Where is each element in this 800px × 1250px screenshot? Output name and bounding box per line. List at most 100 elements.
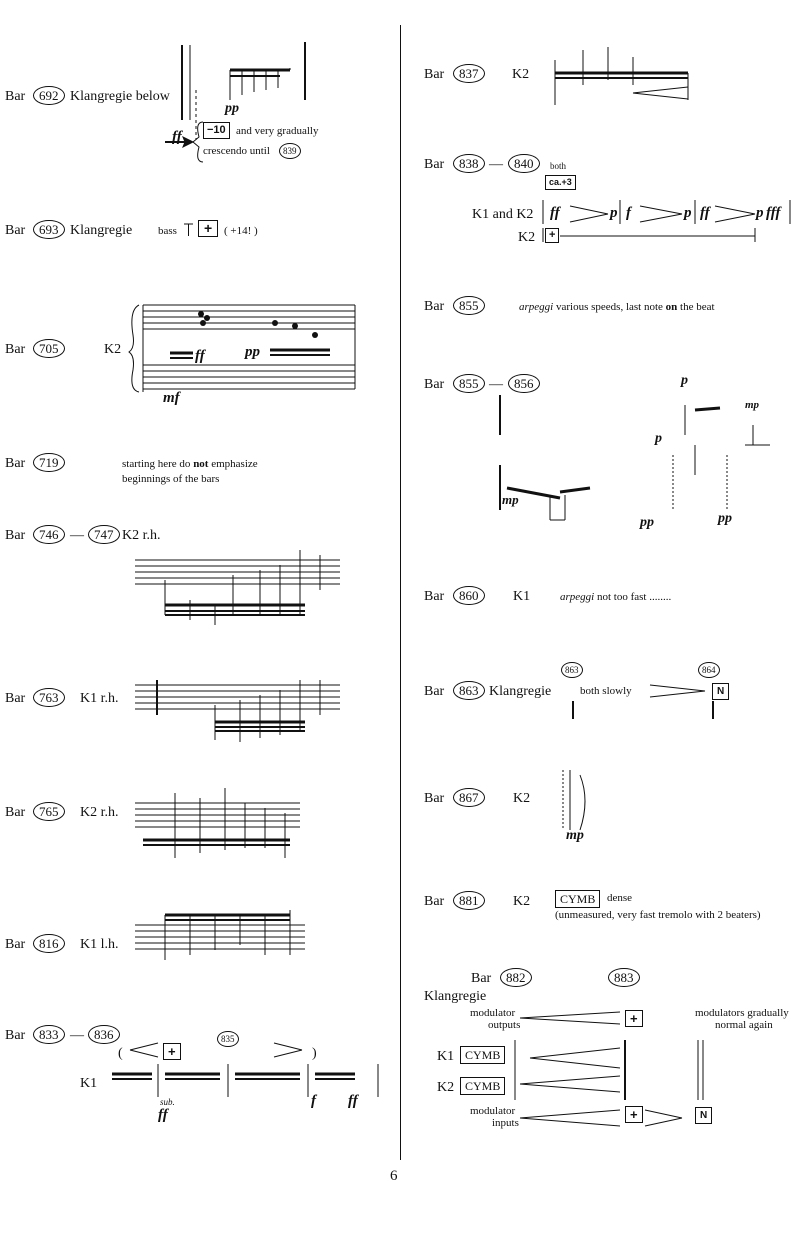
dynamic-f: f xyxy=(311,1093,316,1109)
modulators-normal-line-2: normal again xyxy=(715,1019,773,1031)
grand-staff-705 xyxy=(128,304,356,393)
part-label: K1 r.h. xyxy=(80,691,119,706)
bar-label: Bar xyxy=(5,937,26,952)
plus-box-outputs: + xyxy=(625,1010,643,1027)
decrescendo-hairpin xyxy=(273,1042,303,1058)
open-paren: ( xyxy=(118,1046,123,1061)
close-paren: ) xyxy=(312,1046,317,1061)
part-label-k2: K2 xyxy=(437,1080,455,1095)
dynamic-ff: ff xyxy=(195,348,205,364)
modulator-outputs-line-2: outputs xyxy=(488,1019,521,1031)
n-box: N xyxy=(712,683,730,700)
dynamic-mp: mp xyxy=(566,828,584,843)
bar-number: 837 xyxy=(453,64,485,83)
instruction-line-1: starting here do not emphasize xyxy=(122,458,258,470)
instruction: arpeggi not too fast ........ xyxy=(560,591,672,603)
part-label: K2 xyxy=(104,342,122,357)
bar-label: Bar xyxy=(424,791,445,806)
bar-number: 860 xyxy=(453,586,485,605)
level-box: ca.+3 xyxy=(545,175,576,190)
mark-bar-863: 863 xyxy=(561,662,583,678)
arpeggio-867 xyxy=(562,770,586,831)
cymb-box-k2: CYMB xyxy=(460,1077,506,1095)
diminuendo-863 xyxy=(572,684,714,719)
bar-label: Bar xyxy=(5,1028,26,1043)
instruction: arpeggi various speeds, last note on the… xyxy=(519,301,715,313)
fermata-icon xyxy=(184,223,193,236)
bar-label: Bar xyxy=(5,89,26,104)
plus-box: + xyxy=(545,228,560,243)
dynamic-mp: mp xyxy=(745,399,760,411)
bar-label: Bar xyxy=(5,805,26,820)
bar-label: Bar xyxy=(424,377,445,392)
crescendo-hairpin xyxy=(129,1042,159,1058)
range-dash: — xyxy=(70,1028,84,1043)
bar-label: Bar xyxy=(424,157,445,172)
dynamic-p-2: p xyxy=(684,205,692,221)
notation-833 xyxy=(112,1064,379,1097)
staff-816 xyxy=(135,910,305,960)
part-label: K2 r.h. xyxy=(122,528,161,543)
part-label: K1 l.h. xyxy=(80,937,119,952)
part-label-k1: K1 xyxy=(437,1049,455,1064)
bar-number-end: 856 xyxy=(508,374,540,393)
level-box: −10 xyxy=(203,122,230,139)
arrow-icon xyxy=(165,121,204,163)
bar-label: Bar xyxy=(5,456,26,471)
notation-882 xyxy=(514,1011,704,1127)
klangregie-label: Klangregie xyxy=(70,223,133,238)
n-box: N xyxy=(695,1107,713,1124)
bar-number: 867 xyxy=(453,788,485,807)
both-slowly-label: both slowly xyxy=(580,685,632,697)
part-label: K2 xyxy=(513,791,531,806)
instruction-line-2: beginnings of the bars xyxy=(122,473,220,485)
dynamic-f: f xyxy=(626,205,631,221)
notation-837 xyxy=(554,47,689,105)
part-label: K1 xyxy=(513,589,531,604)
bar-number-end: 747 xyxy=(88,525,120,544)
dynamic-mf: mf xyxy=(163,390,180,406)
until-bar-number: 839 xyxy=(279,143,301,159)
range-dash: — xyxy=(489,157,503,172)
dynamic-pp: pp xyxy=(245,344,260,360)
bar-label: Bar xyxy=(5,223,26,238)
column-divider xyxy=(400,25,401,1160)
part-label: K2 r.h. xyxy=(80,805,119,820)
bass-label: bass xyxy=(158,225,177,237)
klangregie-label: Klangregie xyxy=(489,684,552,699)
bar-number: 693 xyxy=(33,220,65,239)
row-label-k1-k2: K1 and K2 xyxy=(472,207,534,222)
subito-label: sub. xyxy=(160,1097,175,1107)
part-label: K2 xyxy=(513,894,531,909)
modulators-normal-line-1: modulators gradually xyxy=(695,1007,789,1019)
dynamic-p-3: p xyxy=(756,205,764,221)
bar-label: Bar xyxy=(5,528,26,543)
plus-box: + xyxy=(163,1043,181,1060)
bar-number-end: 836 xyxy=(88,1025,120,1044)
bar-number-end: 840 xyxy=(508,154,540,173)
bar-label: Bar xyxy=(5,342,26,357)
part-label: K1 xyxy=(80,1076,98,1091)
dynamic-p: p xyxy=(610,205,618,221)
bar-number-start: 746 xyxy=(33,525,65,544)
bar-number: 705 xyxy=(33,339,65,358)
bar-number: 692 xyxy=(33,86,65,105)
hairpins-838 xyxy=(542,200,791,242)
both-label: both xyxy=(550,161,567,171)
cymb-box-k1: CYMB xyxy=(460,1046,506,1064)
amount-label: ( +14! ) xyxy=(224,225,258,237)
dense-label: dense xyxy=(607,892,633,904)
range-dash: — xyxy=(70,528,84,543)
part-label: K2 xyxy=(512,67,530,82)
klangregie-label: Klangregie xyxy=(424,989,487,1004)
dynamic-ff: ff xyxy=(158,1107,168,1123)
klangregie-label: Klangregie below xyxy=(70,89,170,104)
bar-number: 881 xyxy=(453,891,485,910)
notation-855-856 xyxy=(499,395,770,521)
bar-label: Bar xyxy=(471,971,492,986)
bar-label: Bar xyxy=(424,299,445,314)
bar-number-middle: 835 xyxy=(217,1031,239,1047)
dynamic-pp: pp xyxy=(640,515,654,530)
bar-number: 763 xyxy=(33,688,65,707)
dynamic-mp-2: mp xyxy=(502,492,519,507)
